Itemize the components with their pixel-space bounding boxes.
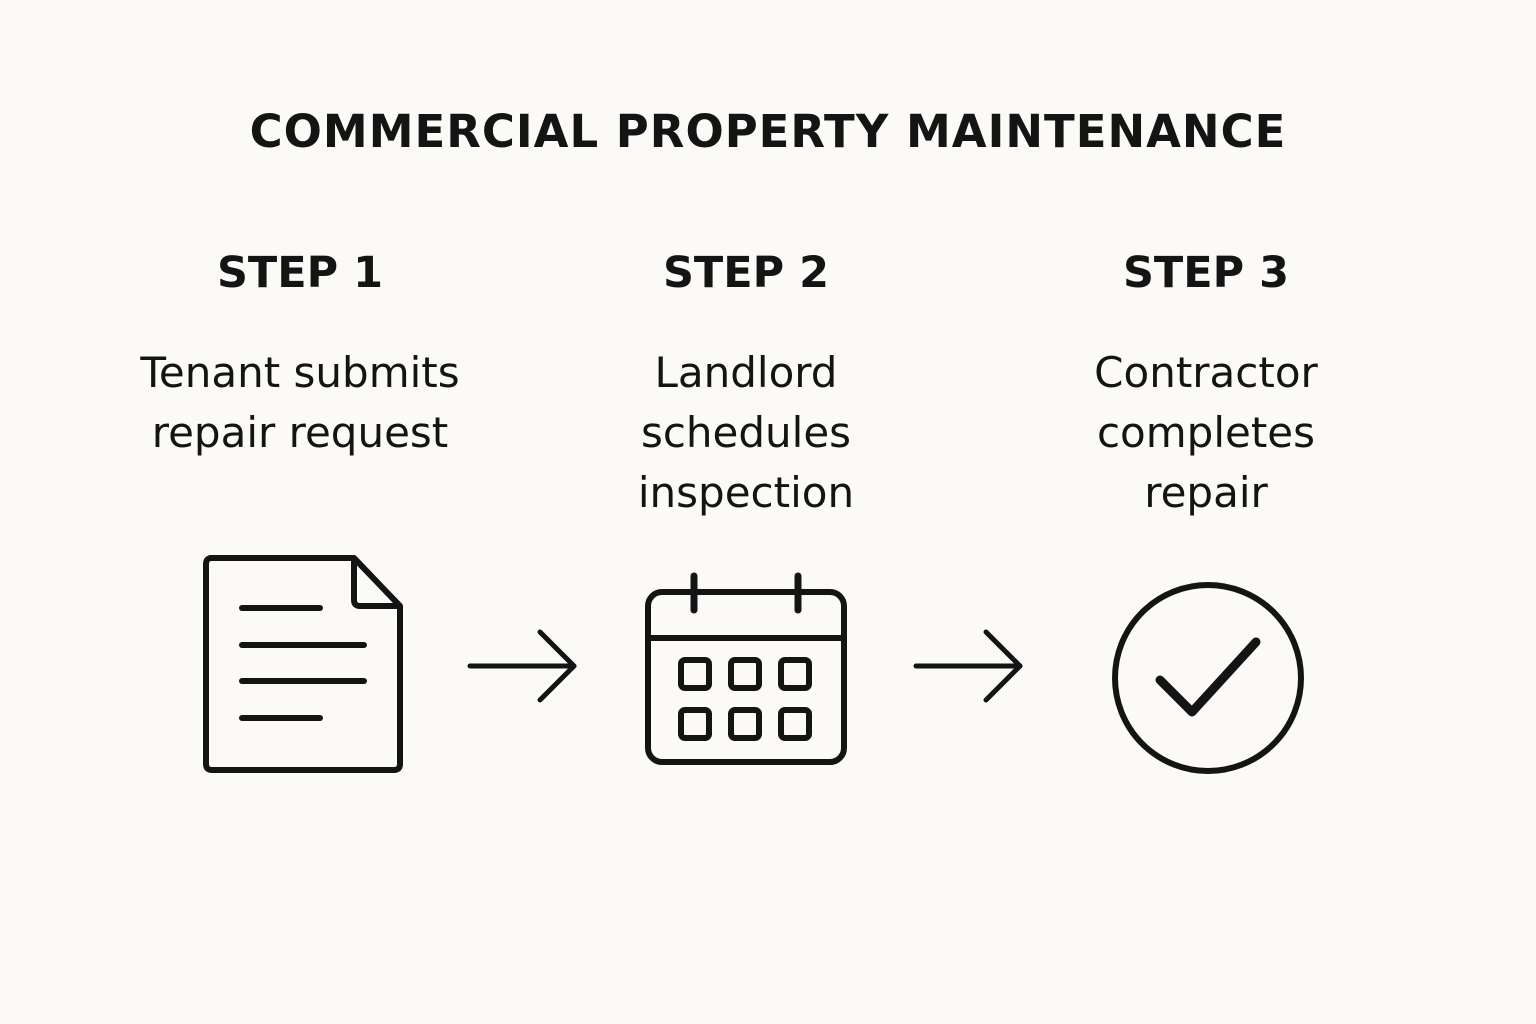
diagram-title: COMMERCIAL PROPERTY MAINTENANCE [249,105,1287,158]
step-1-label: STEP 1 [216,248,384,298]
step-2-label: STEP 2 [662,248,830,298]
arrow-right-icon [912,628,1028,708]
step-1-description: Tenant submits repair request [140,348,460,457]
calendar-icon [644,572,850,768]
step-3-label: STEP 3 [1122,248,1290,298]
check-circle-icon [1110,580,1306,776]
step-3-description: Contractor completes repair [1094,348,1318,517]
step-2-description: Landlord schedules inspection [637,348,855,517]
arrow-right-icon [466,628,582,708]
document-icon [202,554,404,774]
